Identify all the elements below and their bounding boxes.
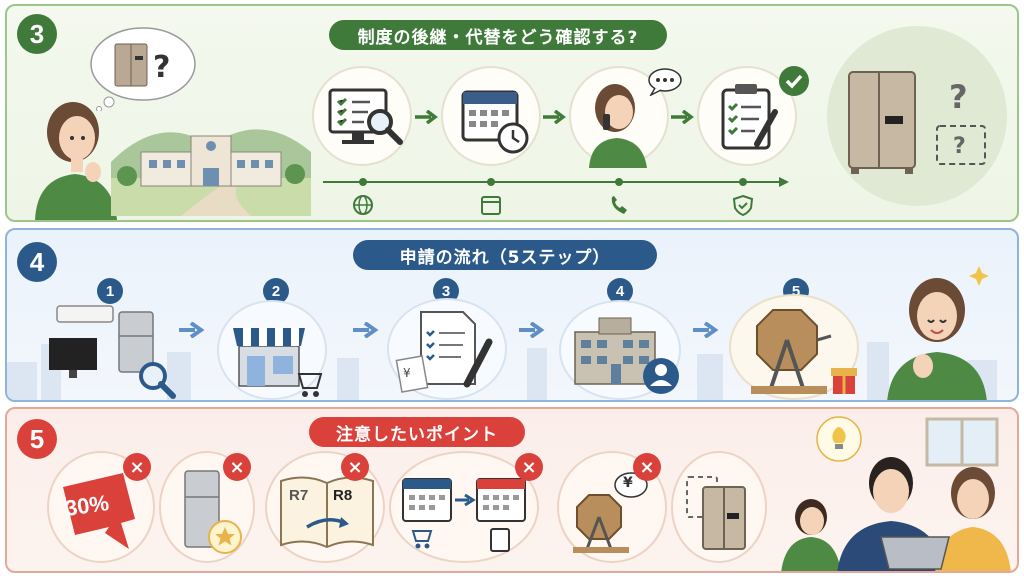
thinking-woman-illustration bbox=[27, 86, 127, 220]
section-5-number: 5 bbox=[17, 419, 57, 459]
section-3-panel: 3 制度の後継・代替をどう確認する? ? bbox=[5, 4, 1019, 222]
step-calendar-clock bbox=[441, 66, 541, 166]
step-1-appliances bbox=[41, 300, 181, 400]
application-form-icon bbox=[395, 311, 493, 393]
step-1-badge: 1 bbox=[97, 278, 123, 304]
section-3-title: 制度の後継・代替をどう確認する? bbox=[329, 20, 667, 50]
step-4-office bbox=[559, 300, 681, 400]
caution-item-fridge bbox=[159, 451, 255, 563]
calendar-clock-icon bbox=[461, 90, 529, 154]
section-4-number: 4 bbox=[17, 242, 57, 282]
phone-icon bbox=[611, 196, 627, 214]
store-icon bbox=[233, 328, 323, 397]
monitor-search-icon bbox=[328, 88, 403, 145]
city-hall-scene bbox=[111, 102, 311, 216]
step-clipboard-check bbox=[697, 66, 797, 166]
lottery-yen-symbol: ¥ bbox=[623, 475, 633, 491]
step-2-store bbox=[217, 300, 327, 400]
safe-question-circle bbox=[827, 26, 1007, 206]
step-arrow-icon bbox=[179, 322, 205, 338]
timeline bbox=[323, 177, 789, 217]
section-4-panel: 4 申請の流れ（5ステップ） 1 2 3 bbox=[5, 228, 1019, 402]
step-arrow-icon bbox=[353, 322, 379, 338]
step-arrow-icon bbox=[415, 110, 438, 124]
caution-item-schedule bbox=[389, 451, 539, 563]
year-to-label: R8 bbox=[333, 487, 353, 504]
office-building-icon bbox=[574, 317, 679, 394]
year-from-label: R7 bbox=[289, 487, 309, 504]
lottery-drum-icon bbox=[751, 309, 857, 394]
step-arrow-icon bbox=[519, 322, 545, 338]
safe-question-mark: ? bbox=[949, 78, 968, 116]
step-4-badge: 4 bbox=[607, 278, 633, 304]
section-4-title: 申請の流れ（5ステップ） bbox=[353, 240, 657, 270]
happy-woman-illustration bbox=[877, 260, 997, 400]
section-5-panel: 5 注意したいポイント 30% × × R7 R8 × bbox=[5, 407, 1019, 573]
step-arrow-icon bbox=[693, 322, 719, 338]
section-3-number: 3 bbox=[17, 14, 57, 54]
caution-x-icon: × bbox=[515, 453, 543, 481]
safe-icon bbox=[686, 476, 746, 550]
caution-x-icon: × bbox=[123, 453, 151, 481]
check-badge-icon bbox=[779, 66, 809, 96]
thought-question-mark: ? bbox=[153, 50, 171, 85]
shield-check-icon bbox=[732, 194, 754, 217]
globe-icon bbox=[353, 195, 373, 215]
caution-item-safe bbox=[671, 451, 767, 563]
speech-bubble-icon bbox=[647, 68, 683, 96]
safe-icon bbox=[848, 71, 986, 174]
dashed-box-question-mark: ? bbox=[953, 134, 966, 159]
phone-call-icon bbox=[589, 84, 647, 168]
caution-x-icon: × bbox=[633, 453, 661, 481]
calendar-transfer-icon bbox=[402, 478, 526, 552]
book-year-icon bbox=[280, 476, 374, 549]
clipboard-check-icon bbox=[721, 84, 778, 150]
family-laptop-illustration bbox=[777, 413, 1013, 571]
discount-down-icon bbox=[63, 473, 135, 549]
caution-x-icon: × bbox=[341, 453, 369, 481]
step-2-badge: 2 bbox=[263, 278, 289, 304]
step-3-application-form bbox=[387, 298, 507, 400]
step-monitor-search bbox=[312, 66, 412, 166]
thought-bubble bbox=[87, 26, 197, 111]
step-arrow-icon bbox=[543, 110, 566, 124]
section-5-title: 注意したいポイント bbox=[309, 417, 525, 447]
step-arrow-icon bbox=[671, 110, 694, 124]
lottery-yen-icon bbox=[573, 472, 648, 553]
receipt-yen-symbol: ¥ bbox=[403, 366, 411, 380]
calendar-icon bbox=[481, 196, 501, 215]
caution-x-icon: × bbox=[223, 453, 251, 481]
step-5-lottery bbox=[729, 294, 859, 400]
fridge-star-icon bbox=[184, 470, 242, 554]
appliances-icon bbox=[49, 305, 176, 399]
